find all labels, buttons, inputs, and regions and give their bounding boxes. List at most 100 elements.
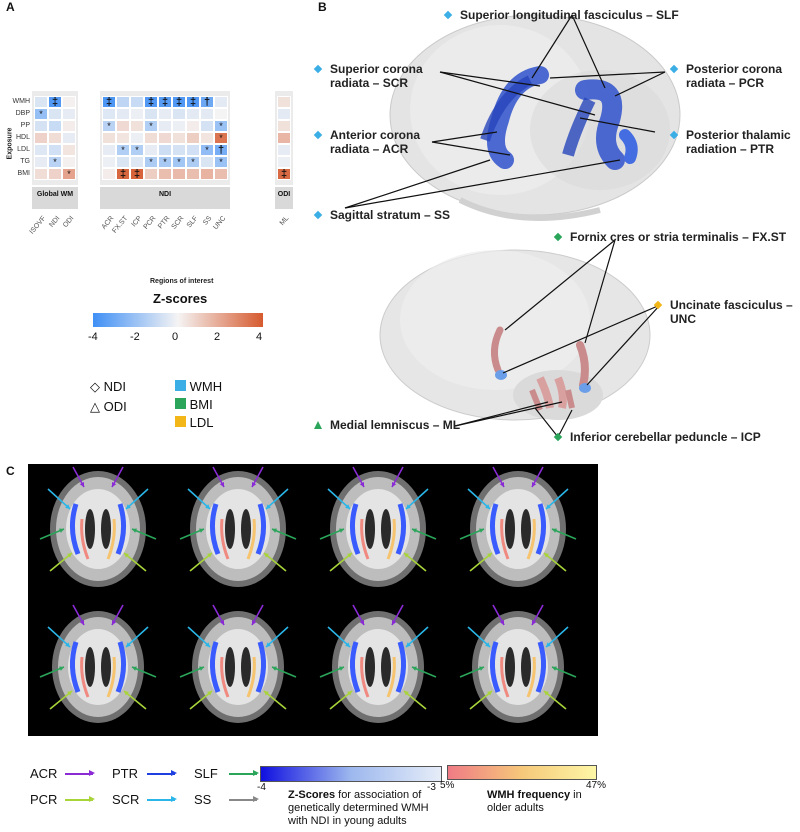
color-legend-item: BMI [175, 397, 213, 412]
heatmap-cell [172, 168, 186, 180]
mri-slice [459, 466, 577, 587]
mri-slice [319, 466, 437, 587]
heatmap-cell: * [48, 156, 62, 168]
heatmap-cell [172, 132, 186, 144]
heatmap-cell [200, 156, 214, 168]
heatmap-cell [34, 168, 48, 180]
mri-slice [319, 604, 437, 723]
upper-brain [389, 14, 681, 221]
wmh-colorbar-max: 47% [586, 780, 607, 791]
heatmap-cell: ‡ [186, 96, 200, 108]
mri-slice [39, 466, 157, 587]
heatmap-cell [277, 108, 291, 120]
mri-slice [459, 604, 577, 723]
legend-arrowhead-icon [171, 796, 177, 802]
heatmap-cell [62, 120, 76, 132]
tract-label: Fornix cres or stria terminalis – FX.ST [570, 230, 787, 244]
heatmap-cell [144, 108, 158, 120]
lower-brain [379, 249, 651, 421]
heatmap-cell [277, 144, 291, 156]
row-label: TG [20, 158, 30, 165]
heatmap-cell [62, 108, 76, 120]
legend-arrow-icon [229, 770, 259, 776]
heatmap-cell [186, 144, 200, 156]
heatmap-cell: * [158, 156, 172, 168]
heatmap-cell [186, 120, 200, 132]
heatmap-cell [34, 96, 48, 108]
arrow-legend-label: PTR [112, 766, 138, 781]
heatmap-cell: ‡ [277, 168, 291, 180]
arrow-legend-label: ACR [30, 766, 58, 781]
heatmap-cell [200, 108, 214, 120]
heatmap-cell [116, 108, 130, 120]
heatmap-cell [130, 132, 144, 144]
heatmap-cell [48, 132, 62, 144]
mri-slice [179, 466, 297, 587]
row-label: BMI [17, 170, 30, 177]
heatmap-cell [277, 96, 291, 108]
heatmap-cell [158, 144, 172, 156]
heatmap-cell: * [130, 144, 144, 156]
heatmap-cell [130, 96, 144, 108]
heatmap-cell [130, 156, 144, 168]
wmh-frequency-colorbar [447, 765, 597, 780]
heatmap-cell [186, 168, 200, 180]
heatmap-cell [214, 108, 228, 120]
legend-arrowhead-icon [253, 796, 259, 802]
heatmap-cell: * [214, 132, 228, 144]
heatmap-cell [277, 132, 291, 144]
arrow-legend-label: SLF [194, 766, 218, 781]
heatmap-cell: * [144, 156, 158, 168]
heatmap-cell: ‡ [116, 168, 130, 180]
legend-arrow-icon [147, 770, 177, 776]
heatmap-cell [48, 108, 62, 120]
heatmap-cell [34, 132, 48, 144]
heatmap-cell [144, 144, 158, 156]
heatmap-cell [34, 156, 48, 168]
group-strip-label: NDI [100, 187, 230, 209]
heatmap-cell [102, 108, 116, 120]
heatmap-cell [62, 132, 76, 144]
heatmap-cell [34, 144, 48, 156]
legend-arrow-icon [65, 796, 95, 802]
heatmap-cell [130, 120, 144, 132]
zscore-tick-label: -4 [88, 331, 98, 343]
zscore-legend-title: Z-scores [153, 291, 208, 306]
z-colorbar-min: -4 [257, 782, 266, 793]
panel-a-letter: A [6, 0, 15, 14]
heatmap-cell [172, 144, 186, 156]
mri-slice [39, 604, 157, 723]
heatmap-cell [116, 120, 130, 132]
color-legend-item: LDL [175, 415, 213, 430]
heatmap-cell: * [62, 168, 76, 180]
group-strip-label: ODI [275, 187, 293, 209]
heatmap-cell [200, 120, 214, 132]
heatmap-cell: ‡ [172, 96, 186, 108]
heatmap-cell: ‡ [144, 96, 158, 108]
legend-arrowhead-icon [253, 770, 259, 776]
heatmap-cell [62, 156, 76, 168]
mri-slice [179, 604, 297, 723]
heatmap-cell [48, 144, 62, 156]
heatmap-cell [200, 168, 214, 180]
panel-c-letter: C [6, 464, 15, 478]
heatmap-cell [158, 168, 172, 180]
heatmap-cell [102, 132, 116, 144]
heatmap-cell: ‡ [102, 96, 116, 108]
heatmap-cell: * [214, 120, 228, 132]
heatmap-cell: * [186, 156, 200, 168]
heatmap-cell [172, 108, 186, 120]
heatmap-cell: * [144, 120, 158, 132]
legend-arrowhead-icon [171, 770, 177, 776]
tract-label: Medial lemniscus – ML [330, 418, 461, 432]
zscore-tick-label: 0 [172, 331, 179, 343]
heatmap-cell [102, 156, 116, 168]
heatmap-cell [186, 108, 200, 120]
heatmap-cell [102, 168, 116, 180]
arrow-legend-label: PCR [30, 792, 58, 807]
legend-arrow-icon [65, 770, 95, 776]
